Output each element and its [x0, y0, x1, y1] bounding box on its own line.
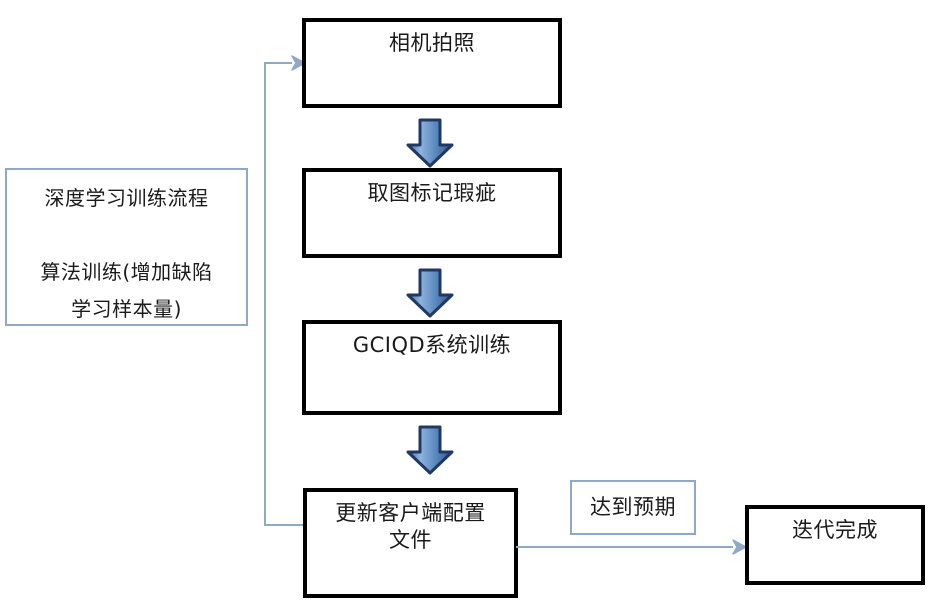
process-box-gciqd-system-training-label: GCIQD系统训练	[352, 333, 512, 357]
process-box-annotate-defects-label: 取图标记瑕疵	[367, 181, 497, 205]
label-box-meets-expectation: 达到预期	[570, 480, 696, 535]
process-box-camera-capture: 相机拍照	[302, 18, 562, 108]
feedback-loop-path	[264, 62, 305, 526]
note-box-text: 深度学习训练流程 算法训练(增加缺陷 学习样本量)	[40, 186, 213, 321]
block-arrow-down-icon	[406, 268, 454, 318]
arrow-train-to-update	[404, 425, 456, 475]
process-box-camera-capture-label: 相机拍照	[389, 31, 475, 55]
update-to-done-arrowhead	[732, 539, 747, 555]
process-box-iteration-complete-label: 迭代完成	[792, 518, 878, 542]
process-box-update-client-config-label: 更新客户端配置 文件	[335, 501, 486, 552]
process-box-annotate-defects: 取图标记瑕疵	[302, 168, 562, 258]
arrow-camera-to-annotate	[404, 118, 456, 168]
feedback-loop-arrowhead	[291, 55, 306, 71]
process-box-gciqd-system-training: GCIQD系统训练	[302, 320, 562, 415]
block-arrow-shape	[406, 425, 454, 475]
block-arrow-down-icon	[406, 118, 454, 168]
arrow-annotate-to-train	[404, 268, 456, 318]
block-arrow-shape	[406, 268, 454, 318]
block-arrow-shape	[406, 118, 454, 168]
label-box-meets-expectation-label: 达到预期	[590, 495, 676, 519]
note-box-training-process: 深度学习训练流程 算法训练(增加缺陷 学习样本量)	[5, 168, 248, 326]
block-arrow-down-icon	[406, 425, 454, 475]
process-box-iteration-complete: 迭代完成	[745, 505, 925, 585]
process-box-update-client-config: 更新客户端配置 文件	[303, 488, 518, 598]
